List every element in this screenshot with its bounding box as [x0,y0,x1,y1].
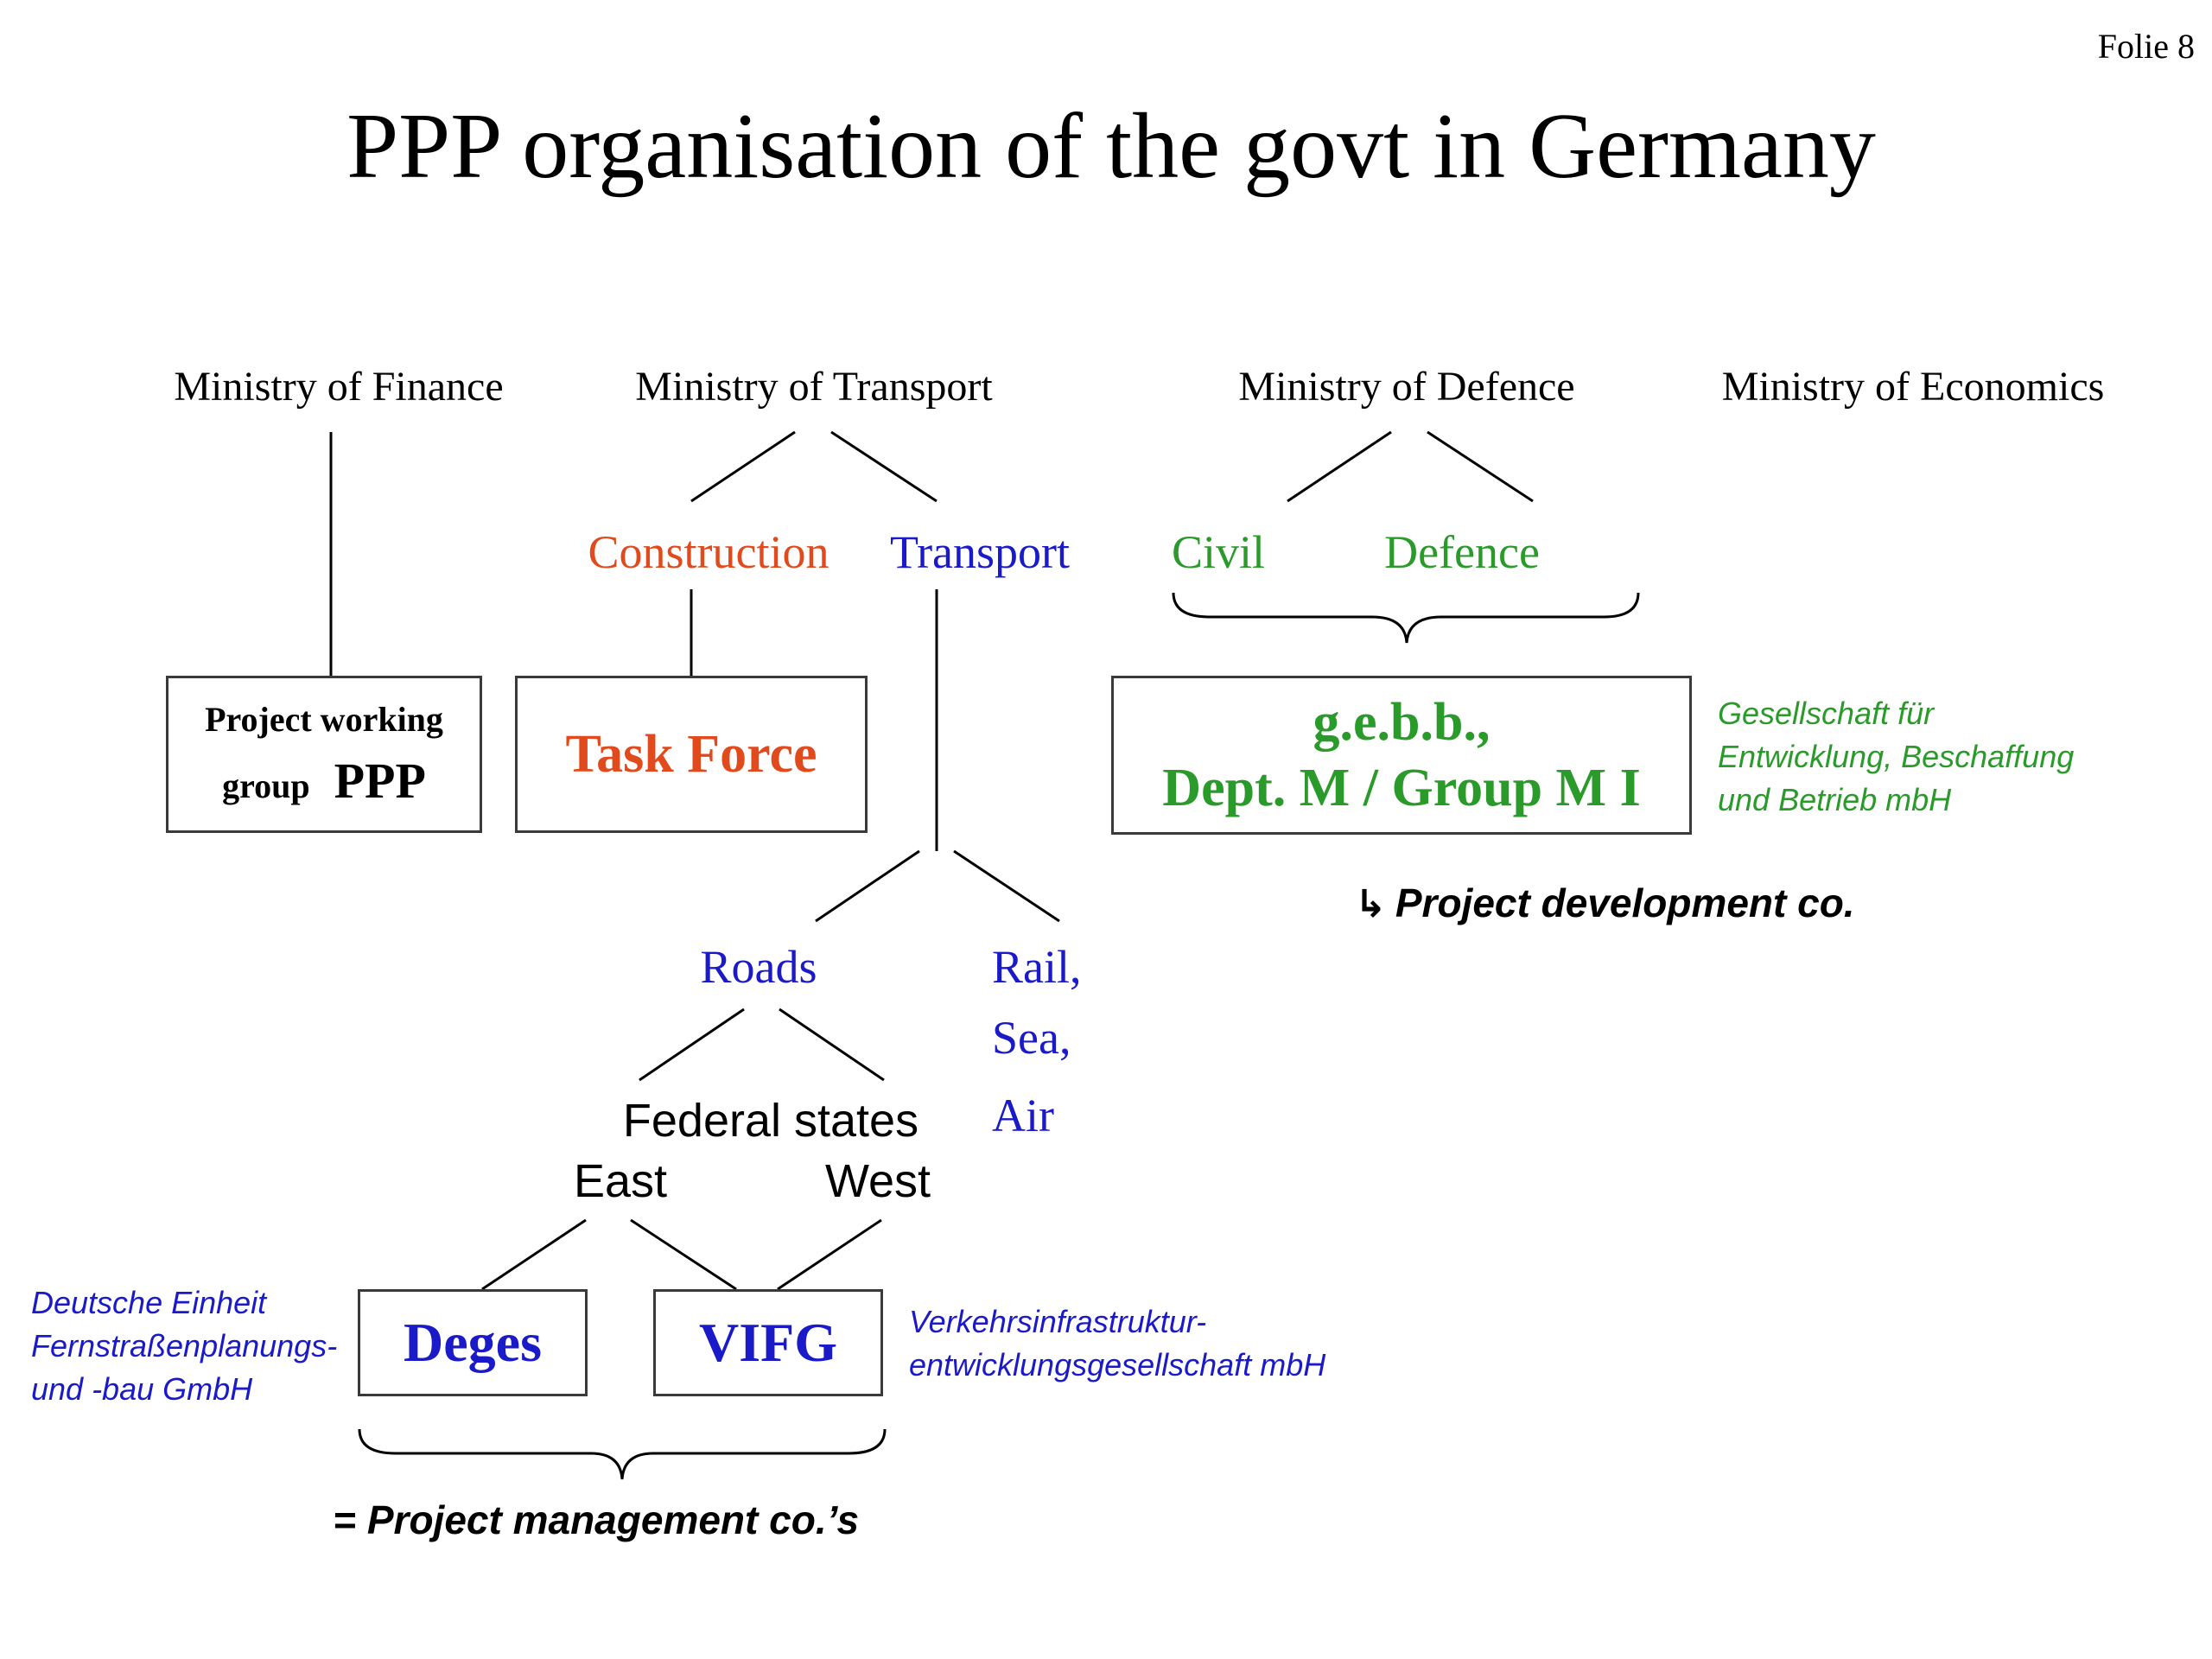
branch-construction: Construction [588,526,830,578]
mode-air: Air [992,1090,1054,1141]
vifg-box: VIFG [653,1289,883,1396]
project-development-text: Project development co. [1395,880,1855,925]
federal-states-west: West [824,1155,931,1207]
federal-states-label: Federal states [622,1095,919,1147]
ppp-box-group-label: group [222,766,310,805]
transport-to-rail-connector [953,849,1060,923]
return-arrow-icon: ↳ [1355,883,1387,925]
branch-civil: Civil [1171,526,1266,578]
ministry-finance: Ministry of Finance [174,364,504,410]
deges-note-line3: und -bau GmbH [31,1371,253,1407]
defence-to-civil-connector [1287,430,1392,503]
gebb-line2: Dept. M / Group M I [1162,759,1641,817]
west-to-vifg-connector [777,1218,882,1291]
roads-to-west-connector [779,1007,885,1082]
gebb-box: g.e.b.b., Dept. M / Group M I [1111,676,1692,835]
ministry-economics: Ministry of Economics [1721,364,2105,410]
task-force-box: Task Force [515,676,868,833]
ministry-defence: Ministry of Defence [1238,364,1575,410]
deges-label: Deges [404,1312,542,1373]
roads-to-east-connector [639,1007,745,1082]
branch-transport: Transport [889,526,1071,578]
ppp-box-ppp-label: PPP [334,753,426,809]
ppp-working-group-box: Project working group PPP [166,676,482,833]
east-to-vifg-connector [630,1218,737,1291]
equals-sign: = [334,1497,357,1542]
transport-to-transport-connector [830,430,938,503]
deges-note-line2: Fernstraßenplanungs- [31,1328,338,1363]
defence-to-defence-connector [1427,430,1534,503]
project-development-label: ↳ Project development co. [1355,883,1855,924]
slide-number: Folie 8 [2097,27,2195,66]
project-management-brace [358,1428,887,1480]
defence-brace [1172,592,1640,644]
transport-to-construction-connector [690,430,796,503]
gebb-note-line2: Entwicklung, Beschaffung [1718,739,2075,774]
mode-rail: Rail, [992,941,1082,993]
gebb-line1: g.e.b.b., [1313,693,1491,752]
vifg-note-line1: Verkehrsinfrastruktur- [909,1304,1207,1339]
task-force-label: Task Force [565,725,817,784]
federal-states-east: East [573,1155,668,1207]
gebb-note-line1: Gesellschaft für [1718,696,1935,731]
vifg-label: VIFG [699,1312,837,1373]
east-to-deges-connector [481,1218,587,1291]
page-title: PPP organisation of the govt in Germany [346,95,1876,198]
project-management-text: Project management co.’s [366,1497,860,1542]
ppp-box-line2: group PPP [222,756,426,806]
gebb-note-line3: und Betrieb mbH [1718,782,1952,817]
ppp-box-line1: Project working [205,700,443,739]
deges-box: Deges [358,1289,588,1396]
deges-note-line1: Deutsche Einheit [31,1285,267,1320]
mode-sea: Sea, [992,1012,1071,1064]
vifg-note-line2: entwicklungsgesellschaft mbH [909,1347,1326,1382]
ministry-transport: Ministry of Transport [635,364,993,410]
mode-roads: Roads [700,941,817,993]
project-management-label: = Project management co.’s [334,1500,859,1540]
transport-to-roads-connector [815,849,920,923]
branch-defence: Defence [1384,526,1540,578]
